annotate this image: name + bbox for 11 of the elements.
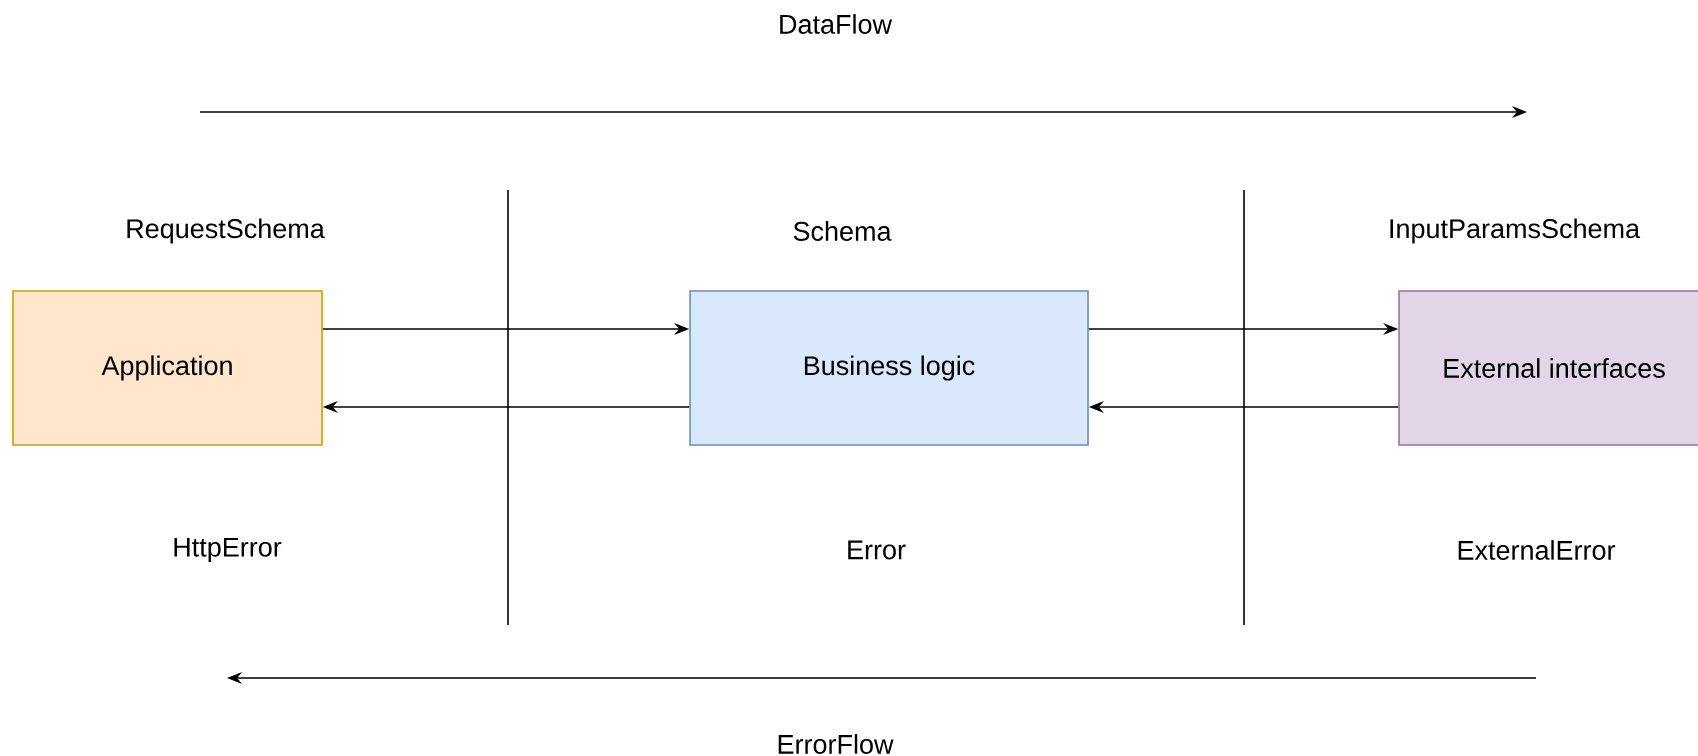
- process-box: Application: [12, 290, 323, 446]
- flow-label: ErrorFlow: [778, 734, 894, 754]
- process-box: Business logic: [689, 290, 1089, 446]
- flow-label: Error: [848, 540, 906, 560]
- process-box: External interfaces: [1398, 290, 1698, 446]
- flow-label: DataFlow: [780, 14, 893, 34]
- flow-label: HttpError: [174, 537, 282, 563]
- flow-label: RequestSchema: [127, 218, 325, 244]
- flow-label: Schema: [793, 221, 892, 241]
- flow-label: InputParamsSchema: [1390, 218, 1641, 244]
- flow-label: ExternalError: [1458, 540, 1616, 560]
